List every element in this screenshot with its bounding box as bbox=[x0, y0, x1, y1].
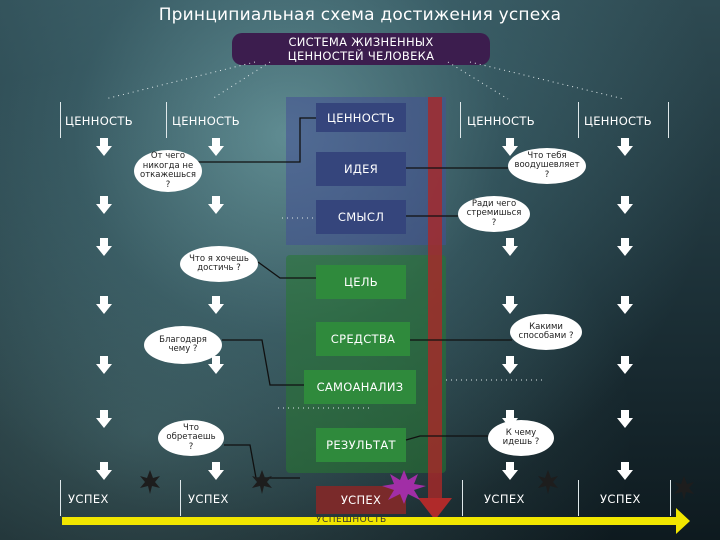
success-label-col3: УСПЕХ bbox=[484, 492, 525, 506]
question-bubble-2: Что я хочешь достичь ? bbox=[180, 246, 258, 282]
question-bubble-8: К чему идешь ? bbox=[488, 420, 554, 456]
success-bar bbox=[62, 517, 678, 525]
step-meaning: СМЫСЛ bbox=[316, 200, 406, 234]
success-bar-label: УСПЕШНОСТЬ bbox=[316, 515, 387, 525]
step-success: УСПЕХ bbox=[316, 486, 406, 514]
success-bracket-1 bbox=[60, 480, 61, 516]
question-bubble-6: Ради чего стремишься ? bbox=[458, 196, 530, 232]
value-label-col2: ЦЕННОСТЬ bbox=[172, 114, 240, 128]
link-analysis-q3 bbox=[222, 339, 304, 386]
question-bubble-5: Что тебя воодушевляет ? bbox=[508, 148, 586, 184]
system-of-values-box: СИСТЕМА ЖИЗНЕННЫХ ЦЕННОСТЕЙ ЧЕЛОВЕКА bbox=[232, 33, 490, 65]
link-result-q8 bbox=[405, 435, 488, 441]
value-label-col4: ЦЕННОСТЬ bbox=[584, 114, 652, 128]
question-bubble-4: Что обретаешь ? bbox=[158, 420, 224, 456]
step-means: СРЕДСТВА bbox=[316, 322, 410, 356]
step-idea: ИДЕЯ bbox=[316, 152, 406, 186]
link-result-q4 bbox=[224, 444, 300, 479]
step-value: ЦЕННОСТЬ bbox=[316, 103, 406, 132]
success-star-icon bbox=[382, 470, 426, 504]
success-arrow-head bbox=[676, 508, 690, 534]
value-bracket-3 bbox=[460, 102, 461, 138]
dotted-link-col2 bbox=[211, 61, 271, 100]
value-bracket-4 bbox=[578, 102, 579, 138]
value-label-col1: ЦЕННОСТЬ bbox=[65, 114, 133, 128]
success-bracket-2 bbox=[180, 480, 181, 516]
value-label-col3: ЦЕННОСТЬ bbox=[467, 114, 535, 128]
step-goal: ЦЕЛЬ bbox=[316, 265, 406, 299]
dotted-link-col4 bbox=[469, 61, 625, 100]
success-bracket-5 bbox=[670, 480, 671, 516]
page-title: Принципиальная схема достижения успеха bbox=[158, 5, 562, 25]
success-label-col4: УСПЕХ bbox=[600, 492, 641, 506]
success-label-col2: УСПЕХ bbox=[188, 492, 229, 506]
value-bracket-5 bbox=[668, 102, 669, 138]
success-label-col1: УСПЕХ bbox=[68, 492, 109, 506]
step-result: РЕЗУЛЬТАТ bbox=[316, 428, 406, 462]
value-bracket-2 bbox=[166, 102, 167, 138]
progress-bar-vertical bbox=[428, 97, 442, 502]
link-goal-q2 bbox=[257, 261, 316, 279]
step-self-analysis: САМОАНАЛИЗ bbox=[304, 370, 416, 404]
question-bubble-7: Какими способами ? bbox=[510, 314, 582, 350]
value-bracket-1 bbox=[60, 102, 61, 138]
progress-arrow-head bbox=[418, 498, 452, 520]
success-bracket-4 bbox=[578, 480, 579, 516]
dotted-link-col3 bbox=[447, 61, 509, 100]
question-bubble-3: Благодаря чему ? bbox=[144, 326, 222, 364]
question-bubble-1: От чего никогда не откажешься ? bbox=[134, 150, 202, 192]
link-value-q1 bbox=[195, 117, 316, 163]
dotted-link-col1 bbox=[104, 61, 256, 100]
success-bracket-3 bbox=[462, 480, 463, 516]
